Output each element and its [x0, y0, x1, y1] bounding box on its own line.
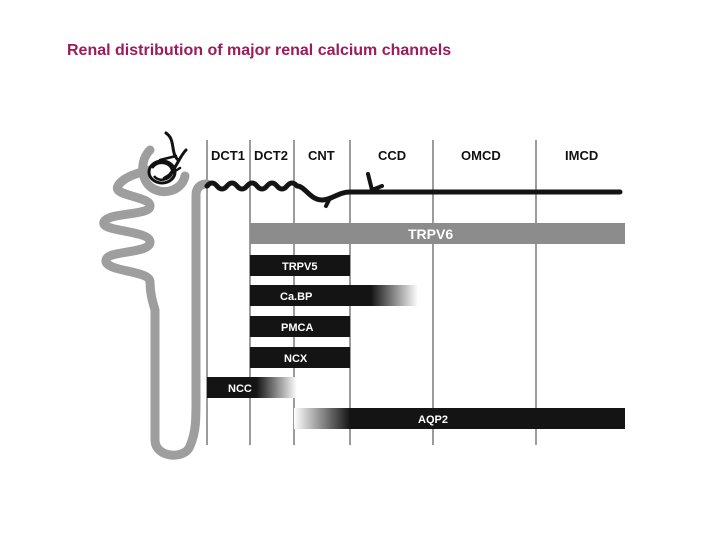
trpv5-bar — [250, 255, 350, 276]
segment-label-dct1: DCT1 — [211, 148, 245, 163]
ncx-bar — [250, 347, 350, 368]
glomerulus-icon — [138, 131, 190, 196]
trpv6-bar — [250, 223, 625, 244]
trpv6-label: TRPV6 — [408, 226, 453, 242]
diagram-title: Renal distribution of major renal calciu… — [67, 42, 452, 59]
trpv5-label: TRPV5 — [282, 261, 317, 273]
segment-label-cnt: CNT — [308, 148, 335, 163]
segment-label-omcd: OMCD — [461, 148, 501, 163]
pmca-label: PMCA — [281, 322, 313, 334]
segment-label-dct2: DCT2 — [254, 148, 288, 163]
nephron-tubule — [99, 163, 212, 460]
segment-label-imcd: IMCD — [565, 148, 598, 163]
pmca-bar — [250, 316, 350, 337]
cabp-label: Ca.BP — [280, 291, 312, 303]
distal-tubule — [204, 180, 623, 203]
aqp2-label: AQP2 — [418, 414, 448, 426]
ncx-label: NCX — [284, 353, 308, 365]
segment-label-ccd: CCD — [378, 148, 406, 163]
ncc-bar — [207, 377, 297, 398]
aqp2-bar — [294, 408, 625, 429]
duct-branch — [324, 172, 384, 208]
ncc-label: NCC — [228, 383, 252, 395]
cabp-bar — [250, 285, 418, 306]
